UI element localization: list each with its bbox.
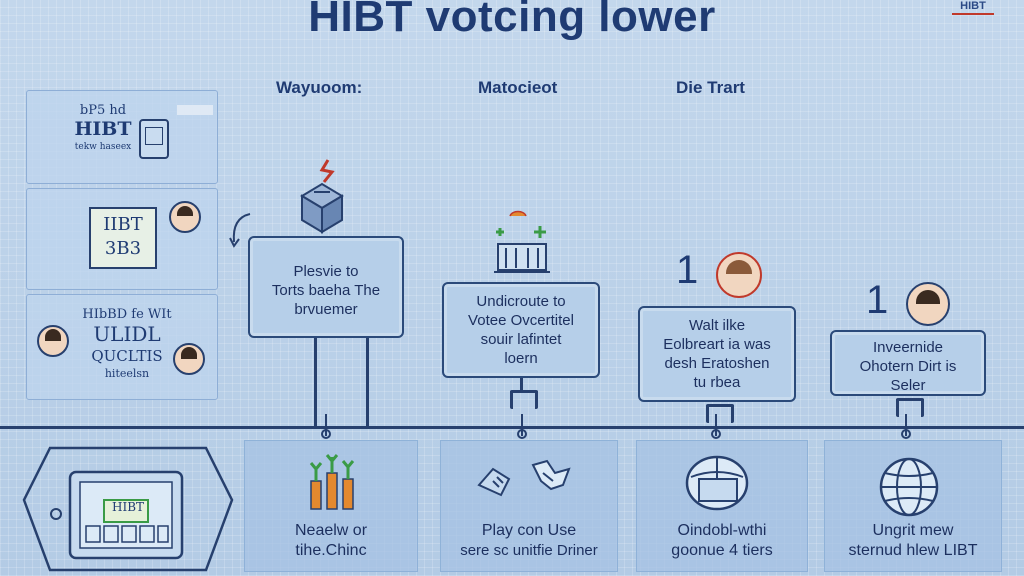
flow-box-line: brvuemer bbox=[294, 301, 358, 318]
step-number: 1 bbox=[676, 248, 699, 292]
side-panel-3-text: HIbBD fe WIt ULIDL QUCLTIS hiteelsn bbox=[67, 307, 187, 381]
flow-box-line: Inveernide bbox=[872, 339, 944, 356]
bottom-card-3[interactable]: Oindobl-wthi goonue 4 tiers bbox=[636, 440, 808, 572]
brand-logo: HIBT bbox=[952, 0, 994, 15]
side-panel-1-text: bP5 hd HIBT tekw haseex bbox=[63, 103, 143, 155]
flow-box-line: Eolbreart ia was bbox=[663, 336, 771, 353]
column-header-3: Die Trart bbox=[676, 78, 745, 97]
bottom-card-line: sere sc unitfie Driner bbox=[460, 542, 598, 559]
handshake-icon bbox=[477, 459, 571, 497]
marker-icon bbox=[901, 414, 911, 439]
person-avatar-icon bbox=[716, 252, 762, 298]
connector-stem bbox=[314, 338, 317, 426]
bottom-card-line: goonue 4 tiers bbox=[671, 542, 773, 559]
side-panel-2[interactable]: IIBT 3B3 bbox=[26, 188, 218, 290]
plant-growth-icon bbox=[309, 454, 355, 510]
bottom-card-line: Oindobl-wthi bbox=[677, 522, 767, 539]
bottom-card-line: tihe.Chinc bbox=[295, 542, 367, 559]
page-title: HIBT votcing lower bbox=[308, 0, 716, 41]
ballot-box-icon bbox=[300, 159, 344, 234]
flow-box-line: Undicroute to bbox=[476, 293, 566, 310]
person-avatar-icon bbox=[906, 282, 950, 326]
tablet-device-icon bbox=[22, 446, 234, 572]
logo-underline bbox=[952, 13, 994, 15]
column-header-2: Matocieot bbox=[478, 78, 558, 97]
label-strip bbox=[177, 105, 213, 115]
flow-box-line: desh Eratoshen bbox=[664, 355, 770, 372]
column-header-1: Wayuoom: bbox=[276, 78, 363, 97]
side-panel-3-line: QUCLTIS bbox=[91, 347, 163, 365]
side-panel-3-line: HIbBD fe WIt bbox=[82, 307, 172, 322]
marker-icon bbox=[517, 414, 527, 439]
side-panel-3-line: hiteelsn bbox=[104, 367, 150, 380]
globe-icon bbox=[879, 457, 939, 517]
bottom-card-text: Play con Use sere sc unitfie Driner bbox=[441, 521, 617, 561]
bottom-card-2[interactable]: Play con Use sere sc unitfie Driner bbox=[440, 440, 618, 572]
flow-box-line: tu rbea bbox=[693, 374, 741, 391]
connector-arrow-icon bbox=[229, 213, 251, 248]
bottom-card-line: Neaelw or bbox=[294, 522, 368, 539]
flow-box-2[interactable]: Undicroute to Votee Ovcertitel souir laf… bbox=[442, 282, 600, 378]
flow-box-line: Torts baeha The bbox=[271, 282, 381, 299]
side-panel-1-line: HIBT bbox=[74, 118, 132, 140]
ballot-frame-text: IIBT 3B3 bbox=[103, 214, 143, 259]
connector-cap bbox=[706, 404, 734, 423]
connector-stem bbox=[366, 338, 369, 426]
flow-box-line: souir lafintet bbox=[480, 331, 562, 348]
flow-box-line: Seler bbox=[890, 377, 926, 394]
marker-icon bbox=[711, 414, 721, 439]
side-panel-3[interactable]: HIbBD fe WIt ULIDL QUCLTIS hiteelsn bbox=[26, 294, 218, 400]
bottom-card-line: Play con Use bbox=[481, 522, 577, 539]
side-panel-3-line: ULIDL bbox=[93, 322, 161, 346]
side-panel-1-line: tekw haseex bbox=[74, 142, 132, 152]
bottom-card-text: Oindobl-wthi goonue 4 tiers bbox=[637, 521, 807, 561]
flow-box-4[interactable]: Inveernide Ohotern Dirt is Seler bbox=[830, 330, 986, 396]
bottom-card-text: Neaelw or tihe.Chinc bbox=[245, 521, 417, 561]
person-avatar-icon bbox=[169, 201, 201, 233]
flow-box-line: Walt ilke bbox=[688, 317, 746, 334]
marker-icon bbox=[321, 414, 331, 439]
flow-box-line: Votee Ovcertitel bbox=[468, 312, 574, 329]
logo-text: HIBT bbox=[960, 0, 986, 12]
side-panel-1[interactable]: bP5 hd HIBT tekw haseex bbox=[26, 90, 218, 184]
bottom-card-text: Ungrit mew sternud hlew LIBT bbox=[825, 521, 1001, 561]
side-panel-1-line: bP5 hd bbox=[79, 103, 127, 118]
connector-stem bbox=[520, 378, 523, 390]
connector-cap bbox=[510, 390, 538, 409]
building-icon bbox=[494, 210, 550, 273]
flow-box-line: Plesvie to bbox=[293, 263, 359, 280]
ballot-frame: IIBT 3B3 bbox=[89, 207, 157, 269]
bottom-card-1[interactable]: Neaelw or tihe.Chinc bbox=[244, 440, 418, 572]
bottom-card-line: Ungrit mew bbox=[872, 522, 954, 539]
device-label: HIBT bbox=[111, 500, 145, 514]
bottom-card-line: sternud hlew LIBT bbox=[848, 542, 978, 559]
connector-cap bbox=[896, 398, 924, 417]
step-number: 1 bbox=[866, 278, 889, 322]
person-avatar-icon bbox=[173, 343, 205, 375]
timeline-line bbox=[0, 426, 1024, 429]
tablet-icon bbox=[139, 119, 169, 159]
bottom-card-4[interactable]: Ungrit mew sternud hlew LIBT bbox=[824, 440, 1002, 572]
flow-box-line: loern bbox=[504, 350, 538, 367]
person-avatar-icon bbox=[37, 325, 69, 357]
flow-box-3[interactable]: Walt ilke Eolbreart ia was desh Eratoshe… bbox=[638, 306, 796, 402]
flow-box-line: Ohotern Dirt is bbox=[859, 358, 957, 375]
flow-box-1[interactable]: Plesvie to Torts baeha The brvuemer bbox=[248, 236, 404, 338]
ballot-globe-icon bbox=[685, 455, 749, 511]
